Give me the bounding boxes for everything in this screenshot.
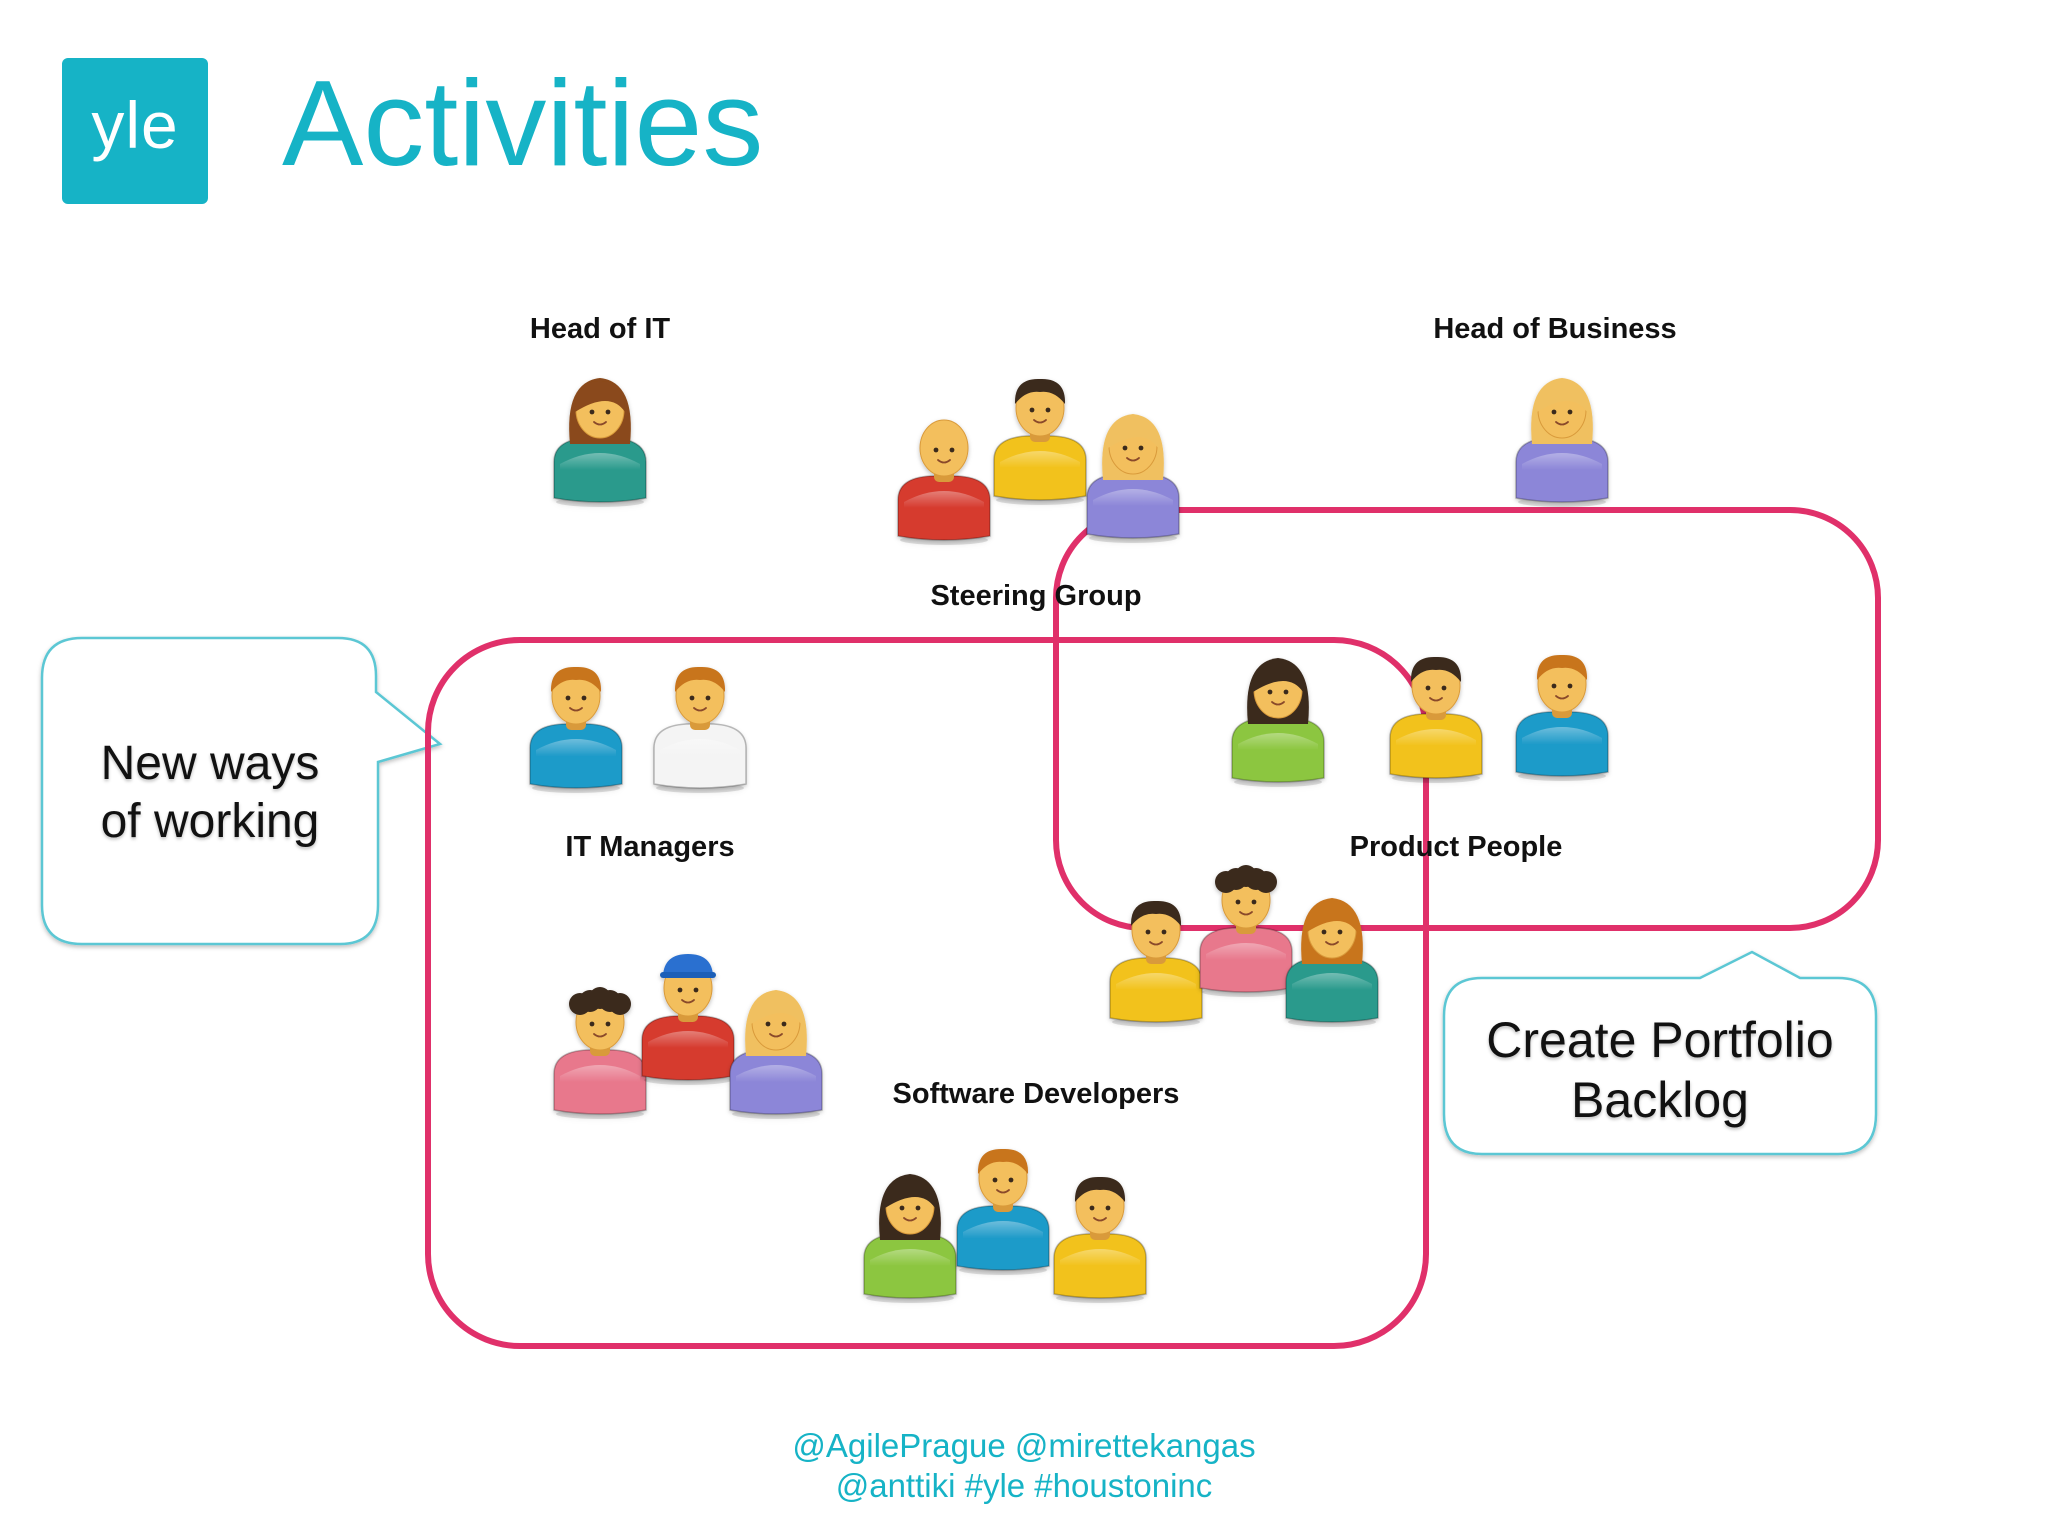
footer: @AgilePrague @mirettekangas @anttiki #yl…	[0, 1426, 2048, 1505]
developer-left-3-icon	[729, 990, 823, 1119]
head-of-it-person-icon	[553, 378, 647, 507]
callout-new-ways-line-2: of working	[100, 794, 320, 848]
callout-new-ways-bubble	[40, 636, 443, 946]
label-steering-group: Steering Group	[930, 580, 1142, 612]
callout-portfolio-line-1: Create Portfolio	[1486, 1012, 1834, 1068]
label-head-of-it: Head of IT	[529, 313, 671, 345]
label-it-managers: IT Managers	[565, 831, 735, 863]
developer-bottom-3-icon	[1053, 1176, 1147, 1303]
callout-new-ways-line-1: New ways	[100, 737, 320, 790]
callout-portfolio-line-2: Backlog	[1571, 1072, 1749, 1128]
developer-cluster-2-icon	[1199, 865, 1293, 997]
developer-bottom-2-icon	[956, 1148, 1050, 1275]
product-person-3-icon	[1515, 654, 1609, 781]
developer-cluster-1-icon	[1109, 900, 1203, 1027]
developer-left-1-icon	[553, 987, 647, 1119]
product-person-2-icon	[1389, 656, 1483, 783]
label-software-developers: Software Developers	[892, 1078, 1180, 1110]
yle-logo-text: yle	[91, 88, 179, 162]
yle-logo: yle	[62, 58, 208, 204]
it-manager-2-icon	[653, 666, 747, 793]
steering-member-2-icon	[993, 378, 1087, 505]
product-group-outline	[1053, 507, 1881, 931]
footer-line-2: @anttiki #yle #houstoninc	[835, 1466, 1213, 1504]
developers-group-outline	[425, 637, 1429, 1349]
label-head-of-business: Head of Business	[1433, 313, 1677, 345]
callout-new-ways-text: New ways of working	[62, 735, 358, 850]
callout-portfolio-bubble	[1442, 950, 1878, 1156]
head-of-business-person-icon	[1515, 378, 1609, 507]
developer-left-2-icon	[641, 954, 735, 1085]
steering-member-3-icon	[1086, 414, 1180, 543]
product-person-1-icon	[1231, 658, 1325, 787]
callout-portfolio-text: Create Portfolio Backlog	[1448, 1010, 1872, 1130]
steering-member-1-icon	[897, 419, 991, 545]
developer-bottom-1-icon	[863, 1174, 957, 1303]
it-manager-1-icon	[529, 666, 623, 793]
footer-line-1: @AgilePrague @mirettekangas	[792, 1427, 1256, 1464]
developer-cluster-3-icon	[1285, 898, 1379, 1027]
page-title: Activities	[282, 55, 764, 191]
label-product-people: Product People	[1349, 831, 1563, 863]
